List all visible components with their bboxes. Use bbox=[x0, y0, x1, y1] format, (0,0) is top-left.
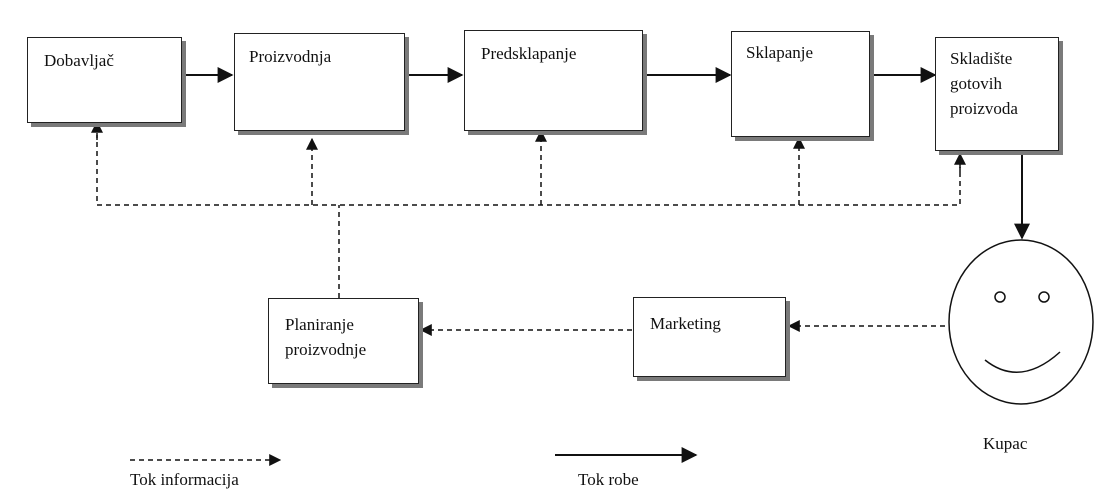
node-predsklapanje-label: Predsklapanje bbox=[481, 44, 577, 63]
node-skladiste-label: Skladište gotovih proizvoda bbox=[950, 49, 1018, 118]
legend-goods-label: Tok robe bbox=[578, 470, 639, 489]
node-dobavljac-label: Dobavljač bbox=[44, 51, 114, 70]
legend-info-label: Tok informacija bbox=[130, 470, 239, 489]
node-sklapanje-label: Sklapanje bbox=[746, 43, 814, 62]
node-planiranje: Planiranje proizvodnje bbox=[268, 298, 419, 384]
node-marketing: Marketing bbox=[633, 297, 786, 377]
node-skladiste: Skladište gotovih proizvoda bbox=[935, 37, 1059, 151]
node-sklapanje: Sklapanje bbox=[731, 31, 870, 137]
node-predsklapanje: Predsklapanje bbox=[464, 30, 643, 131]
node-proizvodnja: Proizvodnja bbox=[234, 33, 405, 131]
node-dobavljac: Dobavljač bbox=[27, 37, 182, 123]
kupac-label: Kupac bbox=[983, 434, 1028, 453]
node-proizvodnja-label: Proizvodnja bbox=[249, 47, 332, 66]
kupac-smiley-icon bbox=[948, 239, 1094, 405]
node-planiranje-label: Planiranje proizvodnje bbox=[285, 315, 367, 359]
node-marketing-label: Marketing bbox=[650, 314, 721, 333]
info-bus-line bbox=[96, 124, 961, 206]
